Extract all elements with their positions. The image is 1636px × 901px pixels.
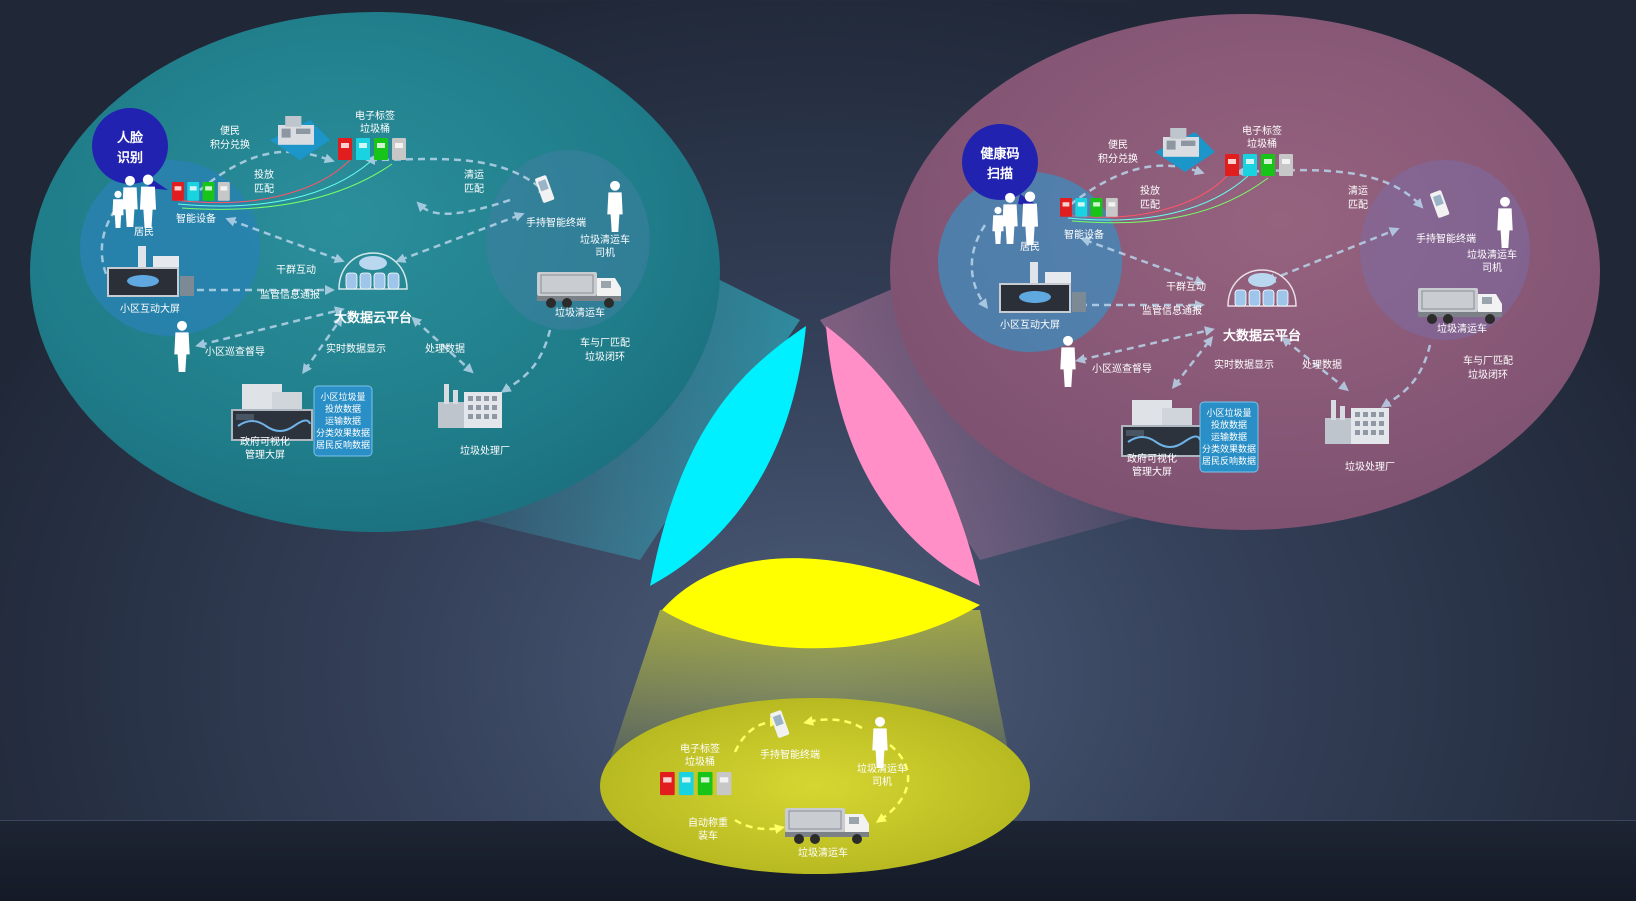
auto-weigh-label-1: 自动称重 xyxy=(688,816,728,829)
realtime-label: 实时数据显示 xyxy=(326,342,386,355)
plant-label: 垃圾处理厂 xyxy=(1345,460,1395,473)
driver-label-1: 垃圾清运车 xyxy=(580,233,630,246)
health-code-badge xyxy=(962,124,1038,200)
interact-label: 干群互动 xyxy=(1166,280,1206,293)
clean-match-label-1: 清运 xyxy=(464,168,484,181)
clean-match-label-2: 匹配 xyxy=(1348,199,1368,211)
e-tag-bins-label-1: 电子标签 xyxy=(680,742,720,755)
driver-label-2: 司机 xyxy=(872,775,892,788)
convenience-label-2: 积分兑换 xyxy=(210,138,250,151)
dispatch-match-label-2: 匹配 xyxy=(254,183,274,195)
truck-label: 垃圾清运车 xyxy=(1437,322,1487,335)
handheld-label: 手持智能终端 xyxy=(526,216,586,229)
e-tag-bins-label-2: 垃圾桶 xyxy=(685,755,715,768)
clean-match-label-2: 匹配 xyxy=(464,183,484,195)
badge-line-1: 人脸 xyxy=(117,130,144,145)
truck-label: 垃圾清运车 xyxy=(555,306,605,319)
driver-label-2: 司机 xyxy=(595,246,615,259)
left-bubble: 人脸 识别 居民 智能设备 便民 积分兑换 电子标签 垃圾桶 投放 匹配 清运 … xyxy=(30,12,720,532)
e-tag-bins-label-2: 垃圾桶 xyxy=(1247,137,1277,150)
handheld-label: 手持智能终端 xyxy=(1416,232,1476,245)
panel-item: 居民反响数据 xyxy=(1202,455,1256,466)
convenience-label-1: 便民 xyxy=(220,124,240,137)
data-panel: 小区垃圾量 投放数据 运输数据 分类效果数据 居民反响数据 xyxy=(314,386,372,456)
panel-item: 投放数据 xyxy=(325,403,361,414)
loop-label-1: 车与厂匹配 xyxy=(1463,354,1513,367)
right-bubble: 健康码 扫描 居民 智能设备 便民 积分兑换 电子标签 垃圾桶 投放 匹配 清运… xyxy=(890,14,1600,530)
badge-line-2: 识别 xyxy=(117,150,143,165)
dispatch-match-label-1: 投放 xyxy=(254,168,274,181)
bottom-bubble: 电子标签 垃圾桶 手持智能终端 垃圾清运车 司机 自动称重 装车 垃圾清运车 xyxy=(600,698,1030,874)
resident-label: 居民 xyxy=(134,226,154,238)
panel-item: 分类效果数据 xyxy=(1202,443,1256,454)
cloud-platform-label: 大数据云平台 xyxy=(334,310,412,325)
panel-item: 小区垃圾量 xyxy=(1206,407,1251,418)
smart-device-label: 智能设备 xyxy=(176,212,216,225)
driver-label-1: 垃圾清运车 xyxy=(1467,248,1517,261)
panel-item: 运输数据 xyxy=(1211,431,1247,442)
panel-item: 投放数据 xyxy=(1211,419,1247,430)
panel-item: 分类效果数据 xyxy=(316,427,370,438)
realtime-label: 实时数据显示 xyxy=(1214,358,1274,371)
smart-device-label: 智能设备 xyxy=(1064,228,1104,241)
process-data-label: 处理数据 xyxy=(425,342,465,355)
badge-line-1: 健康码 xyxy=(980,146,1019,161)
plant-label: 垃圾处理厂 xyxy=(460,444,510,457)
convenience-label-2: 积分兑换 xyxy=(1098,152,1138,165)
process-data-label: 处理数据 xyxy=(1302,358,1342,371)
inspection-label: 小区巡查督导 xyxy=(205,345,265,358)
handheld-label: 手持智能终端 xyxy=(760,748,820,761)
dispatch-match-label-1: 投放 xyxy=(1140,184,1160,197)
loop-label-2: 垃圾闭环 xyxy=(1468,368,1508,381)
gov-screen-label-2: 管理大屏 xyxy=(1132,465,1172,478)
loop-label-2: 垃圾闭环 xyxy=(585,350,625,363)
loop-label-1: 车与厂匹配 xyxy=(580,336,630,349)
notice-label: 监管信息通报 xyxy=(260,288,320,301)
gov-screen-label-1: 政府可视化 xyxy=(240,435,290,448)
cloud-platform-label: 大数据云平台 xyxy=(1223,328,1301,343)
dispatch-match-label-2: 匹配 xyxy=(1140,199,1160,211)
panel-item: 运输数据 xyxy=(325,415,361,426)
gov-screen-icon xyxy=(232,384,312,440)
driver-label-2: 司机 xyxy=(1482,261,1502,274)
inspection-label: 小区巡查督导 xyxy=(1092,362,1152,375)
truck-label: 垃圾清运车 xyxy=(798,846,848,859)
face-recognition-badge xyxy=(92,108,168,184)
interact-label: 干群互动 xyxy=(276,263,316,276)
clean-match-label-1: 清运 xyxy=(1348,184,1368,197)
driver-label-1: 垃圾清运车 xyxy=(857,762,907,775)
panel-item: 居民反响数据 xyxy=(316,439,370,450)
notice-label: 监管信息通报 xyxy=(1142,304,1202,317)
e-tag-bins-label-1: 电子标签 xyxy=(1242,124,1282,137)
resident-label: 居民 xyxy=(1020,241,1040,253)
community-screen-label: 小区互动大屏 xyxy=(1000,318,1060,331)
e-tag-bins-label-2: 垃圾桶 xyxy=(360,122,390,135)
gov-screen-label-2: 管理大屏 xyxy=(245,448,285,461)
gov-screen-icon xyxy=(1122,400,1202,456)
e-tag-bins-label-1: 电子标签 xyxy=(355,109,395,122)
badge-line-2: 扫描 xyxy=(987,166,1013,181)
data-panel: 小区垃圾量 投放数据 运输数据 分类效果数据 居民反响数据 xyxy=(1200,402,1258,472)
auto-weigh-label-2: 装车 xyxy=(698,829,718,842)
convenience-label-1: 便民 xyxy=(1108,138,1128,151)
gov-screen-label-1: 政府可视化 xyxy=(1127,452,1177,465)
panel-item: 小区垃圾量 xyxy=(320,391,365,402)
community-screen-label: 小区互动大屏 xyxy=(120,302,180,315)
